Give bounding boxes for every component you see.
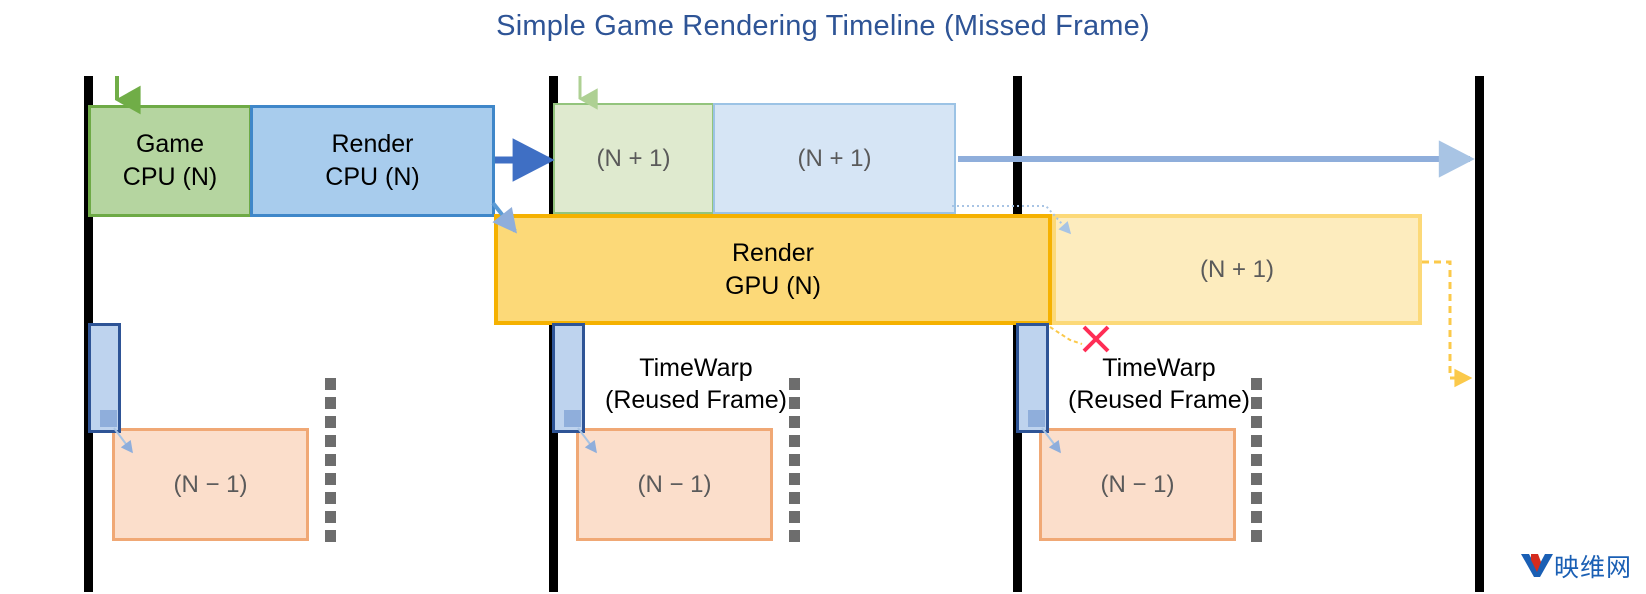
vsync-line-4 bbox=[1475, 76, 1484, 592]
frame-divider-1 bbox=[325, 378, 336, 548]
block-render-cpu-next[interactable]: (N + 1) bbox=[713, 103, 956, 214]
block-render-gpu-next-label: (N + 1) bbox=[1199, 255, 1274, 283]
frame-divider-3 bbox=[1251, 378, 1262, 548]
watermark-text: 映维网 bbox=[1553, 553, 1632, 582]
block-reused-frame-2-label: (N − 1) bbox=[637, 470, 712, 498]
block-reused-frame-1-label: (N − 1) bbox=[173, 470, 248, 498]
block-reused-frame-1[interactable]: (N − 1) bbox=[112, 428, 309, 541]
block-game-cpu-n-line2: CPU (N) bbox=[122, 163, 218, 191]
gpu-wrap-arrow bbox=[1422, 260, 1473, 388]
timewarp-label-2-line2: (Reused Frame) bbox=[605, 386, 787, 414]
block-render-gpu-n[interactable]: Render GPU (N) bbox=[494, 214, 1052, 325]
timewarp-nub-1 bbox=[100, 410, 117, 427]
timewarp-label-2: TimeWarp (Reused Frame) bbox=[605, 352, 787, 416]
block-render-cpu-n-line2: CPU (N) bbox=[325, 163, 420, 191]
block-render-cpu-n[interactable]: Render CPU (N) bbox=[250, 105, 495, 217]
block-game-cpu-n[interactable]: Game CPU (N) bbox=[88, 105, 252, 217]
frame-divider-2 bbox=[789, 378, 800, 548]
block-reused-frame-3-label: (N − 1) bbox=[1100, 470, 1175, 498]
block-render-cpu-next-label: (N + 1) bbox=[797, 144, 872, 172]
missed-frame-marker bbox=[1082, 325, 1110, 353]
block-render-gpu-n-line2: GPU (N) bbox=[725, 271, 821, 300]
timewarp-nub-2 bbox=[564, 410, 581, 427]
block-game-cpu-n-line1: Game bbox=[135, 130, 205, 158]
yv-logo-icon bbox=[1520, 554, 1553, 577]
timewarp-label-2-line1: TimeWarp bbox=[639, 354, 753, 382]
timewarp-label-3-line2: (Reused Frame) bbox=[1068, 386, 1250, 414]
page-title: Simple Game Rendering Timeline (Missed F… bbox=[496, 10, 1150, 42]
timewarp-nub-3 bbox=[1028, 410, 1045, 427]
timewarp-label-3-line1: TimeWarp bbox=[1102, 354, 1216, 382]
block-game-cpu-next-label: (N + 1) bbox=[596, 144, 671, 172]
block-render-cpu-n-line1: Render bbox=[331, 130, 414, 158]
timewarp-label-3: TimeWarp (Reused Frame) bbox=[1068, 352, 1250, 416]
block-render-gpu-next[interactable]: (N + 1) bbox=[1052, 214, 1422, 325]
watermark: 映维网 bbox=[1520, 548, 1632, 584]
block-render-gpu-n-line1: Render bbox=[732, 238, 814, 267]
block-game-cpu-next[interactable]: (N + 1) bbox=[553, 103, 714, 214]
timewarp-bar-2[interactable] bbox=[552, 323, 585, 433]
missed-frame-link bbox=[1049, 326, 1083, 345]
block-reused-frame-3[interactable]: (N − 1) bbox=[1039, 428, 1236, 541]
block-reused-frame-2[interactable]: (N − 1) bbox=[576, 428, 773, 541]
